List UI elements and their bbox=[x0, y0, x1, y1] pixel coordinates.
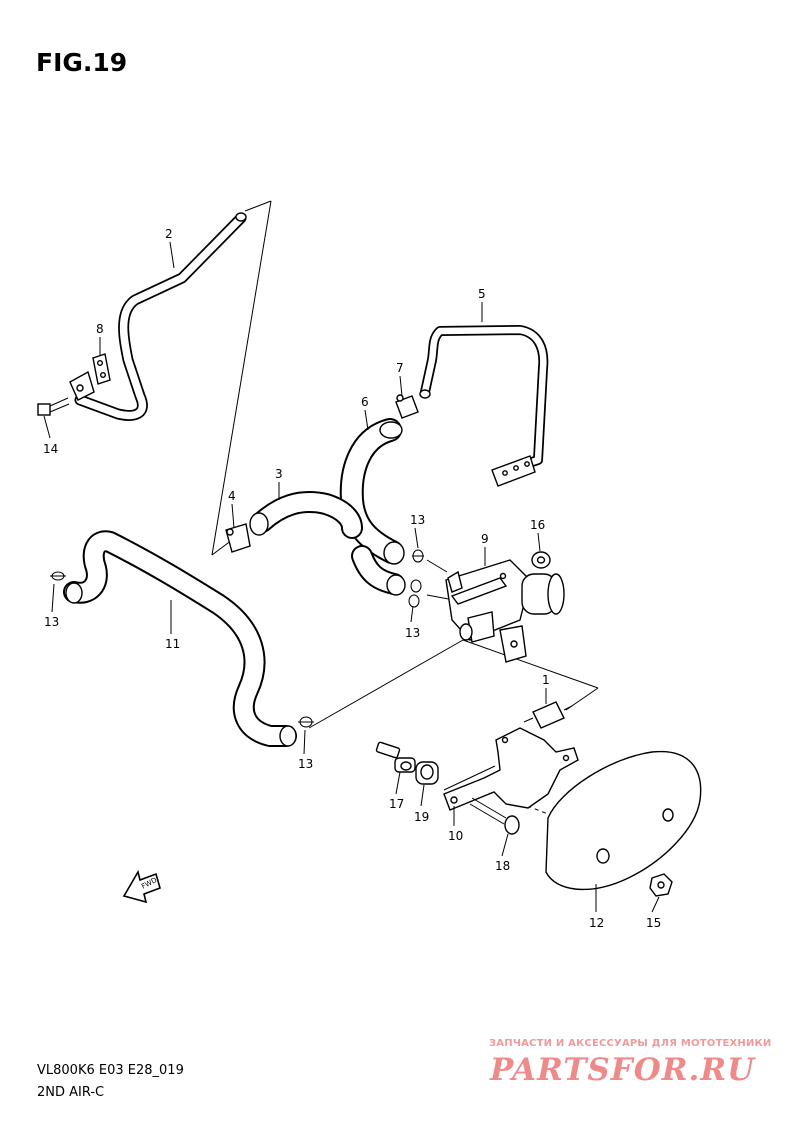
clamp-part-13-middle bbox=[408, 579, 422, 608]
clamp-part-13-left bbox=[50, 571, 66, 581]
connector-part-1 bbox=[523, 701, 573, 729]
callout-16: 16 bbox=[530, 518, 545, 532]
pipe-part-5 bbox=[419, 325, 549, 487]
hose-part-3 bbox=[249, 491, 363, 539]
cover-part-12 bbox=[545, 750, 702, 891]
callout-17: 17 bbox=[389, 797, 404, 811]
callout-9: 9 bbox=[481, 532, 489, 546]
callout-3: 3 bbox=[275, 467, 283, 481]
callout-14: 14 bbox=[43, 442, 58, 456]
bolt-part-14 bbox=[37, 397, 70, 416]
short-hose bbox=[351, 545, 406, 596]
gasket-part-8 bbox=[92, 353, 111, 385]
valve-part-9 bbox=[445, 559, 565, 663]
callout-13-bottom: 13 bbox=[298, 757, 313, 771]
cushion-part-19 bbox=[415, 761, 439, 785]
clamp-part-13-top bbox=[412, 549, 424, 563]
callout-10: 10 bbox=[448, 829, 463, 843]
model-code: VL800K6 E03 E28_019 bbox=[37, 1063, 184, 1078]
callout-13-top: 13 bbox=[410, 513, 425, 527]
callout-6: 6 bbox=[361, 395, 369, 409]
bolt-part-18 bbox=[469, 797, 520, 835]
cushion-part-16 bbox=[531, 551, 551, 569]
clamp-part-7 bbox=[395, 394, 419, 419]
pipe-part-2 bbox=[69, 212, 247, 421]
callout-11: 11 bbox=[165, 637, 180, 651]
figure-title: FIG.19 bbox=[36, 48, 128, 77]
bracket-part-10 bbox=[443, 727, 579, 811]
label-leaders bbox=[43, 241, 660, 913]
fwd-arrow-icon: FWD bbox=[122, 869, 161, 904]
callout-4: 4 bbox=[228, 489, 236, 503]
callout-18: 18 bbox=[495, 859, 510, 873]
collar-part-17 bbox=[375, 741, 416, 773]
callout-8: 8 bbox=[96, 322, 104, 336]
callout-15: 15 bbox=[646, 916, 661, 930]
callout-2: 2 bbox=[165, 227, 173, 241]
assembly-name: 2ND AIR-C bbox=[37, 1085, 105, 1100]
watermark-logo: PARTSFOR.RU bbox=[490, 1052, 756, 1088]
callout-13-left: 13 bbox=[44, 615, 59, 629]
callout-5: 5 bbox=[478, 287, 486, 301]
hose-part-6 bbox=[339, 418, 405, 565]
callout-19: 19 bbox=[414, 810, 429, 824]
clamp-part-13-bottom bbox=[298, 716, 314, 728]
callout-labels: 1 2 3 4 5 6 7 8 9 10 11 12 13 13 13 13 1… bbox=[43, 227, 661, 930]
callout-7: 7 bbox=[396, 361, 404, 375]
callout-12: 12 bbox=[589, 916, 604, 930]
hose-part-11 bbox=[63, 530, 297, 747]
clamp-part-4 bbox=[225, 523, 251, 553]
callout-1: 1 bbox=[542, 673, 550, 687]
watermark-tagline: ЗАПЧАСТИ И АКСЕССУАРЫ ДЛЯ МОТОТЕХНИКИ bbox=[489, 1038, 772, 1049]
callout-13-middle: 13 bbox=[405, 626, 420, 640]
nut-part-15 bbox=[649, 873, 673, 897]
